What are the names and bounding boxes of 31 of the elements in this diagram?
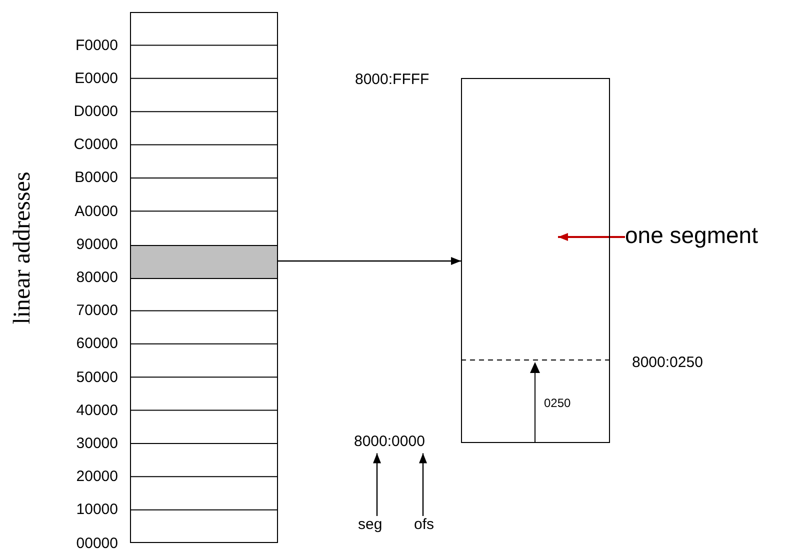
address-label: 8000:FFFF <box>355 72 430 86</box>
address-label: 10000 <box>76 502 118 518</box>
address-label: 70000 <box>76 303 118 318</box>
leader-arrow <box>373 453 381 516</box>
offset-label: 0250 <box>544 397 571 409</box>
segment-box <box>461 78 610 443</box>
node-text: one segment <box>625 222 758 248</box>
address-label: 30000 <box>76 436 118 451</box>
address-label: 00000 <box>76 536 118 550</box>
address-label: 8000:0250 <box>632 354 703 370</box>
address-label: E0000 <box>74 70 118 86</box>
address-label: B0000 <box>74 170 118 186</box>
highlighted-memory-cell <box>131 245 277 278</box>
address-label: F0000 <box>75 38 118 53</box>
address-label: 60000 <box>76 336 118 352</box>
node-text: seg <box>358 516 382 534</box>
address-label: 90000 <box>76 236 118 252</box>
memory-column <box>130 12 278 543</box>
address-label: D0000 <box>74 104 118 120</box>
address-label: C0000 <box>74 137 118 152</box>
arrow <box>277 257 461 265</box>
address-label: 20000 <box>76 469 118 484</box>
address-label: 80000 <box>76 270 118 285</box>
address-label: 40000 <box>76 402 118 418</box>
leader-arrow <box>419 453 427 516</box>
address-label: 50000 <box>76 370 118 385</box>
leader-arrow <box>558 233 625 241</box>
node-text: 8000:0000 <box>354 433 425 450</box>
address-label: A0000 <box>74 204 118 219</box>
axis-title: linear addresses <box>10 172 34 324</box>
node-text: ofs <box>414 516 434 534</box>
